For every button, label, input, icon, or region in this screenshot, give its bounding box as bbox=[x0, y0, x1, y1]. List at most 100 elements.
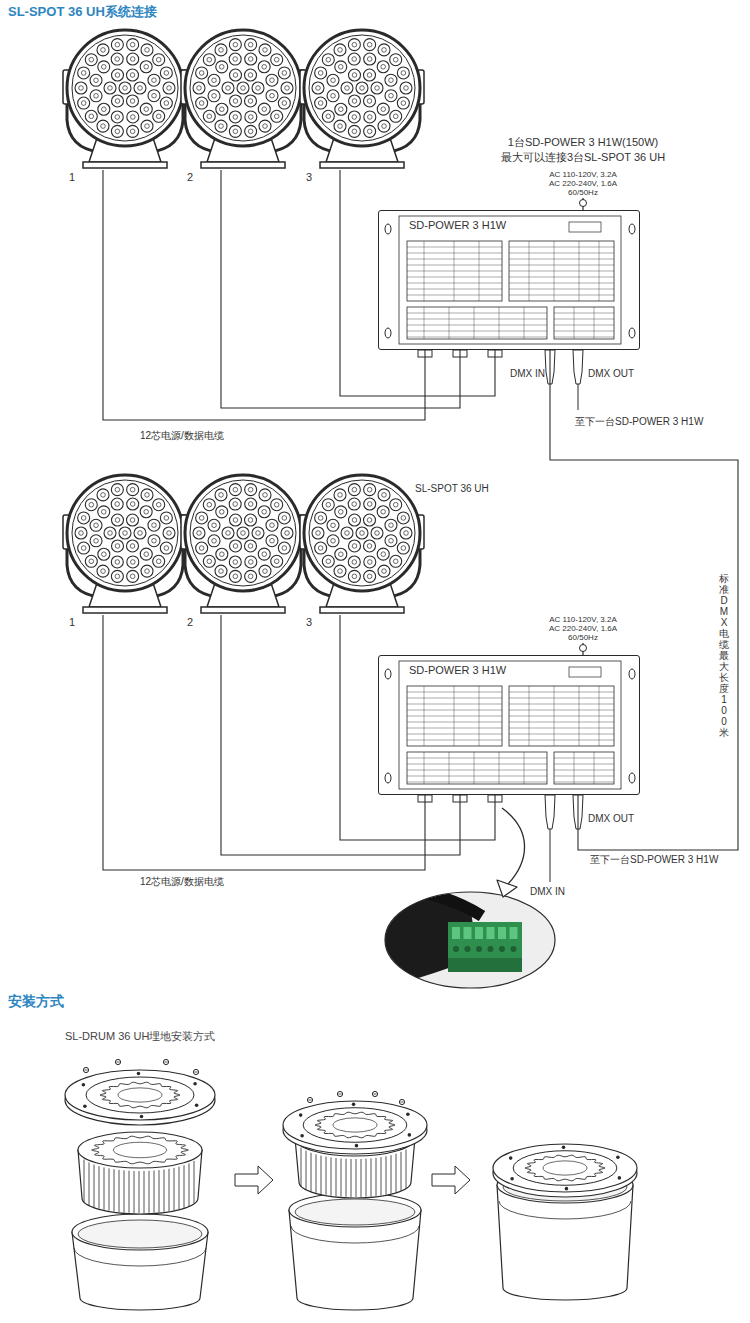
heat-sink-fin bbox=[381, 1157, 382, 1195]
mounting-hole bbox=[629, 224, 635, 234]
led-chip bbox=[101, 124, 106, 129]
table-rule bbox=[407, 692, 502, 693]
led-chip bbox=[108, 531, 113, 536]
cover-ring bbox=[65, 1070, 215, 1120]
led-lens bbox=[266, 74, 278, 86]
lamp-bezel bbox=[309, 35, 415, 141]
led-lens bbox=[163, 527, 175, 539]
fixture-drawing bbox=[63, 28, 187, 170]
led-lens bbox=[127, 540, 139, 552]
lamp-head bbox=[67, 30, 183, 146]
led-lens bbox=[258, 548, 270, 560]
led-chip bbox=[338, 569, 343, 574]
fixture-drawing bbox=[63, 473, 187, 615]
led-lens bbox=[364, 570, 376, 582]
led-chip bbox=[233, 73, 238, 78]
led-chip bbox=[131, 560, 136, 565]
loose-screw bbox=[193, 1069, 198, 1074]
led-chip bbox=[375, 86, 380, 91]
led-lens bbox=[390, 499, 402, 511]
led-lens bbox=[98, 61, 110, 73]
lens-center bbox=[333, 1118, 377, 1132]
capacity-note: 最大可以连接3台SL-SPOT 36 UH bbox=[501, 151, 665, 164]
terminal-block bbox=[448, 922, 522, 960]
step-arrow bbox=[235, 1166, 273, 1194]
led-chip bbox=[285, 86, 290, 91]
table-rule bbox=[407, 313, 547, 314]
table-rule bbox=[574, 752, 575, 784]
led-chip bbox=[219, 493, 224, 498]
led-chip bbox=[130, 518, 135, 523]
led-chip bbox=[352, 115, 357, 120]
led-chip bbox=[115, 99, 120, 104]
led-lens bbox=[203, 499, 215, 511]
installation-drawing bbox=[65, 1059, 637, 1310]
cable-note: 至下一台SD-POWER 3 H1W bbox=[590, 854, 718, 866]
led-chip bbox=[115, 73, 120, 78]
led-lens bbox=[215, 565, 227, 577]
led-lens bbox=[348, 39, 360, 51]
led-chip bbox=[212, 94, 217, 99]
led-chip bbox=[164, 546, 169, 551]
power-data-cable bbox=[103, 615, 425, 870]
led-chip bbox=[145, 493, 150, 498]
heat-sink-fin bbox=[326, 1157, 327, 1195]
ring-screw bbox=[408, 1133, 412, 1137]
device-name: SD-POWER 3 H1W bbox=[409, 219, 506, 232]
cable-length-note: 标准 DMX 电缆最大长度 100 米 bbox=[719, 573, 729, 738]
led-lens bbox=[378, 565, 390, 577]
led-chip bbox=[367, 99, 372, 104]
led-chip bbox=[219, 510, 224, 515]
table-rule bbox=[407, 770, 547, 771]
loose-screw bbox=[307, 1097, 312, 1102]
screw-slot bbox=[400, 1102, 403, 1103]
led-chip bbox=[219, 48, 224, 53]
spotlight-fixture: 2 bbox=[181, 473, 305, 615]
led-lens bbox=[245, 39, 257, 51]
led-lens bbox=[90, 74, 102, 86]
led-chip bbox=[338, 48, 343, 53]
fixture-number: 1 bbox=[69, 616, 75, 629]
cover-ring bbox=[493, 1144, 637, 1192]
table-rule bbox=[554, 241, 555, 301]
mounting-hole bbox=[629, 773, 635, 783]
led-chip bbox=[256, 531, 261, 536]
lens-center bbox=[113, 1142, 166, 1157]
led-chip bbox=[233, 115, 238, 120]
led-lens bbox=[160, 67, 172, 79]
led-lens bbox=[315, 512, 327, 524]
heat-sink-fin bbox=[149, 1171, 150, 1213]
led-chip bbox=[256, 86, 261, 91]
dip-switch bbox=[569, 667, 601, 677]
ring-screw bbox=[352, 1103, 356, 1107]
screw-slot bbox=[338, 1094, 341, 1095]
led-lens bbox=[119, 527, 131, 539]
led-lens bbox=[259, 120, 271, 132]
led-lens bbox=[237, 82, 249, 94]
heat-sink-fin bbox=[154, 1171, 155, 1213]
led-chip bbox=[345, 86, 350, 91]
ring-screw bbox=[299, 1113, 303, 1117]
led-lens bbox=[111, 498, 123, 510]
led-chip bbox=[381, 107, 386, 112]
led-lens bbox=[400, 527, 412, 539]
loose-screw bbox=[163, 1059, 168, 1064]
led-chip bbox=[404, 86, 409, 91]
led-lens bbox=[252, 527, 264, 539]
base-plate bbox=[320, 162, 404, 168]
table-rule bbox=[594, 752, 595, 784]
table-rule bbox=[509, 740, 614, 741]
heat-sink-fin bbox=[99, 1166, 100, 1209]
led-chip bbox=[164, 71, 169, 76]
led-lens bbox=[112, 95, 124, 107]
spotlight-fixture: 3 bbox=[300, 28, 424, 170]
led-chip bbox=[367, 544, 372, 549]
power-plug bbox=[580, 200, 587, 207]
loose-screw bbox=[337, 1091, 342, 1096]
lamp-head bbox=[304, 30, 420, 146]
led-chip bbox=[262, 509, 267, 514]
led-lens bbox=[397, 512, 409, 524]
led-lens bbox=[281, 527, 293, 539]
led-chip bbox=[115, 560, 120, 565]
led-lens bbox=[245, 53, 257, 65]
